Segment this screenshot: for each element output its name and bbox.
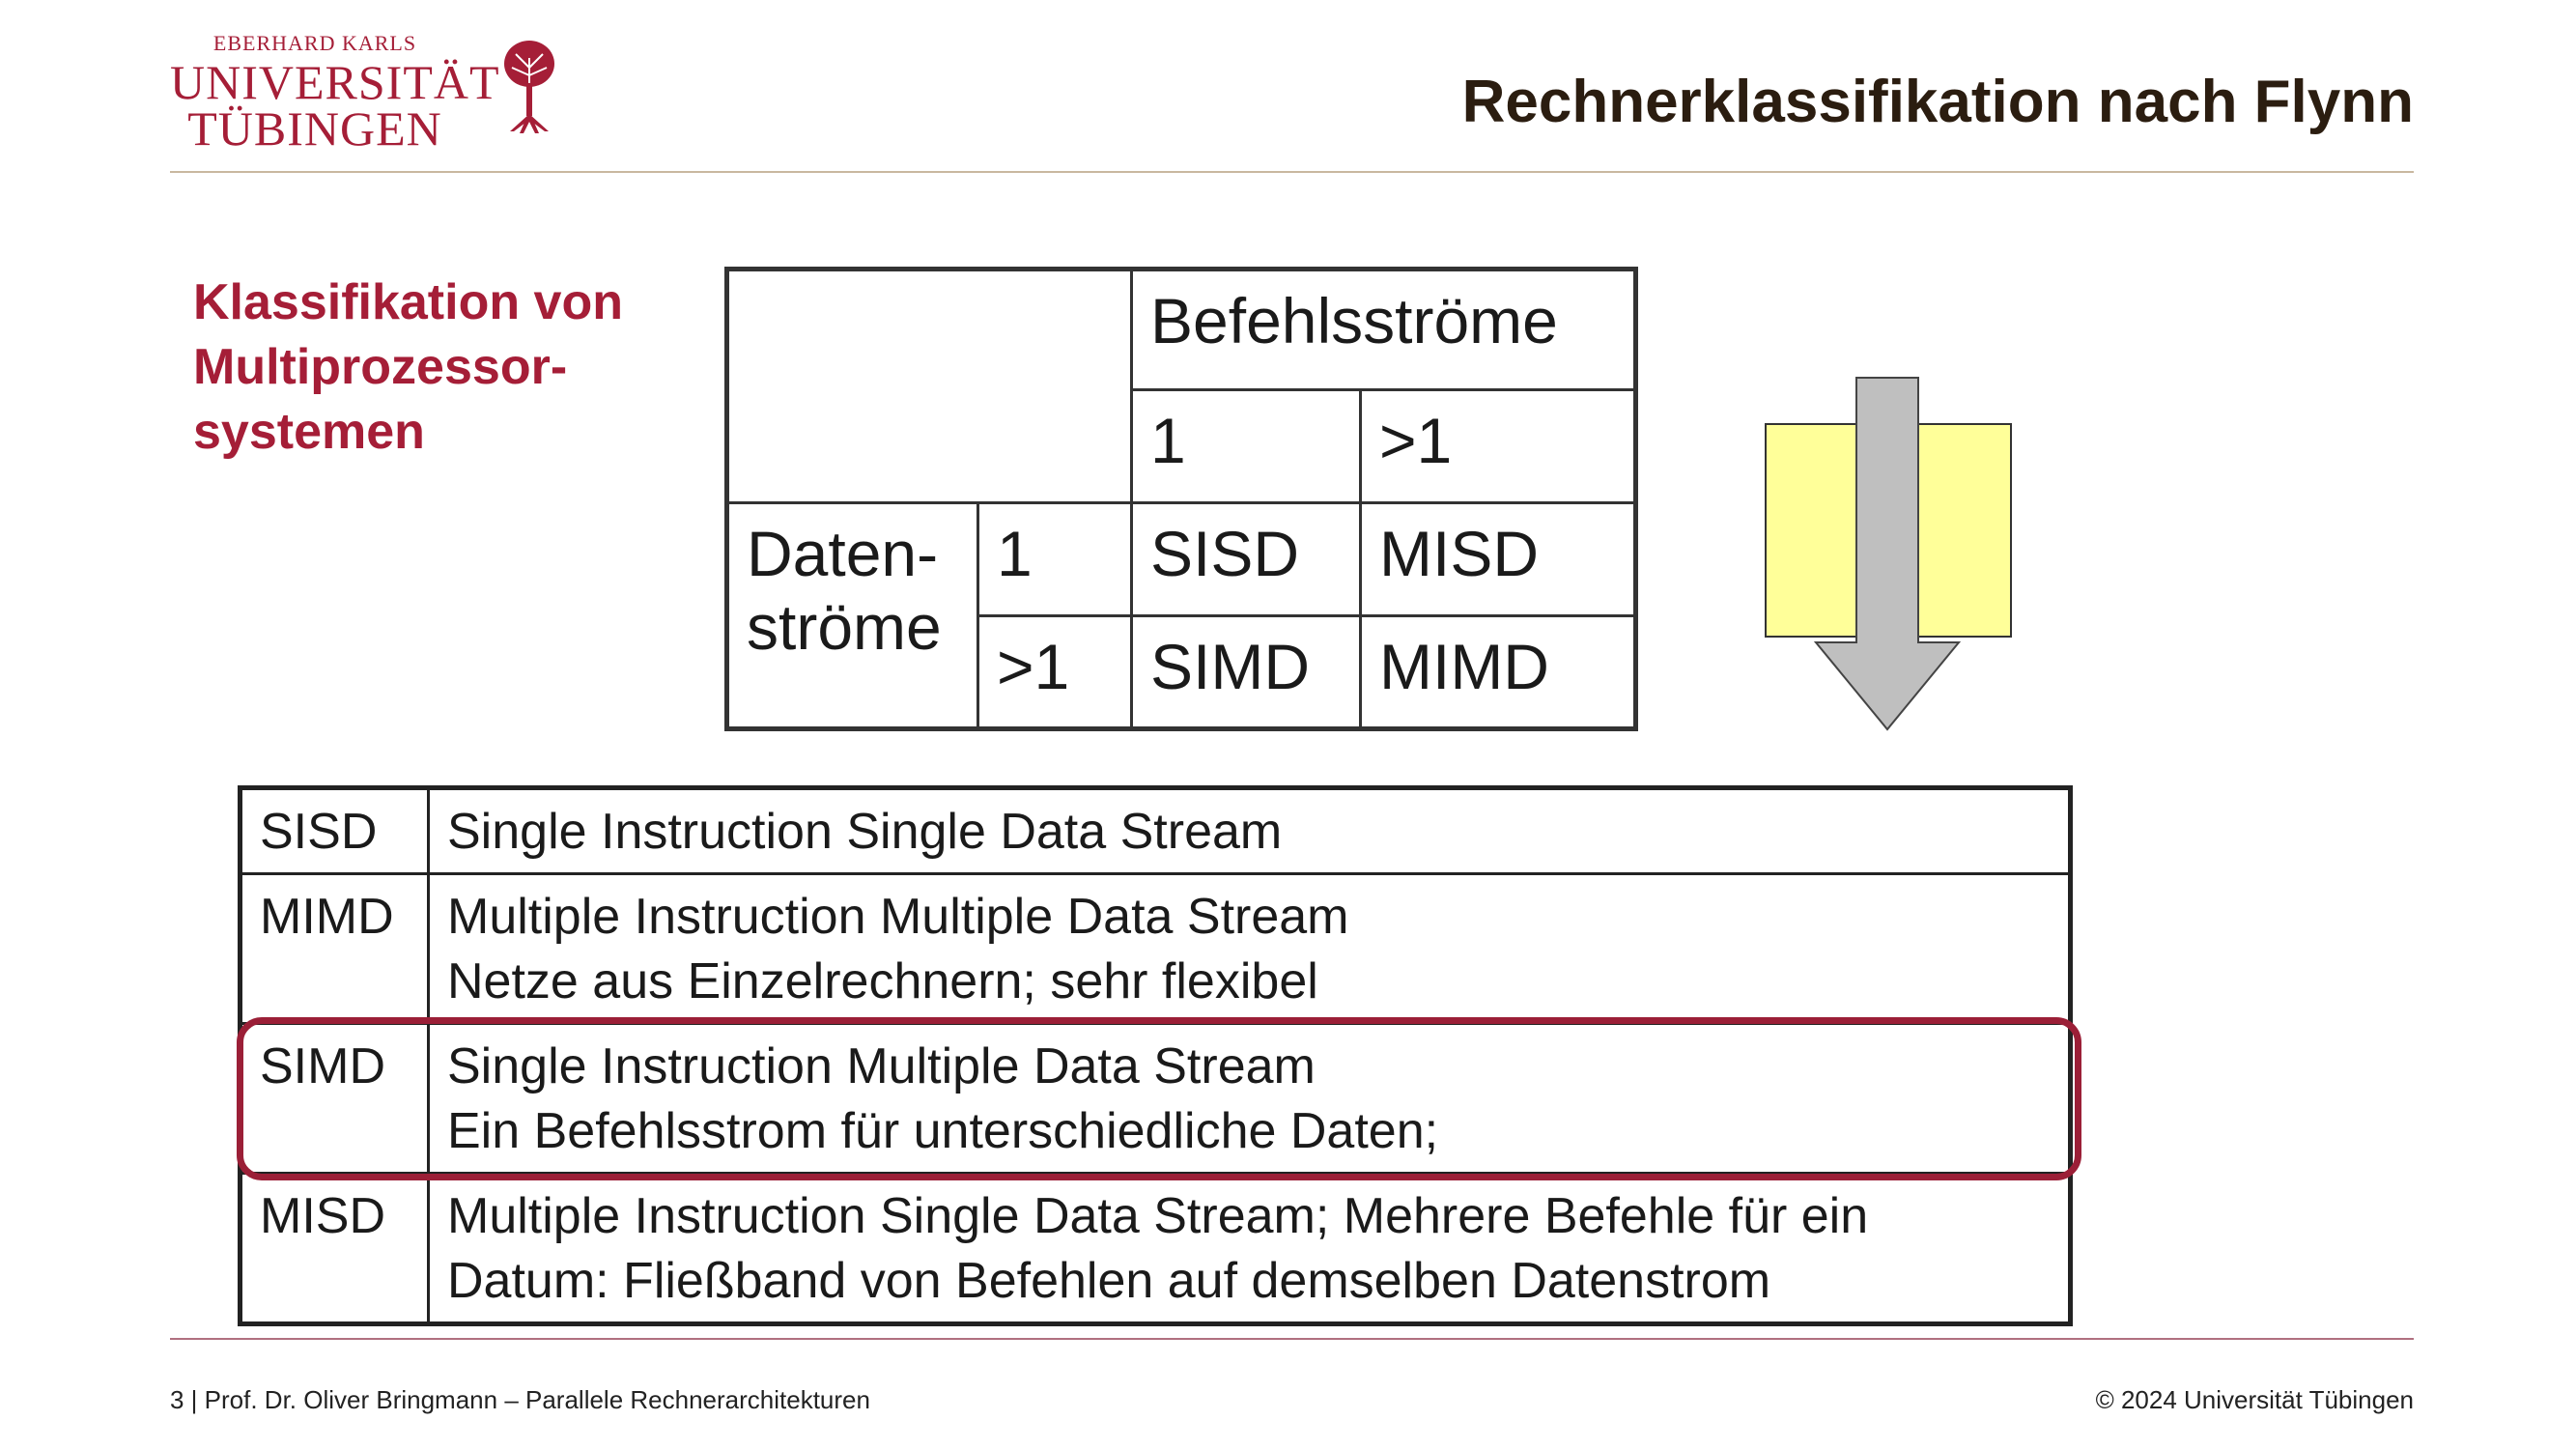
flynn-matrix: Befehlsströme 1 >1 Daten- ströme 1 SISD … — [724, 267, 1638, 731]
slide-title: Rechnerklassifikation nach Flynn — [1461, 69, 2414, 135]
logo-line-2: UNIVERSITÄT — [170, 55, 500, 109]
simd-highlight-frame — [237, 1017, 2081, 1180]
abbr-line: Single Instruction Single Data Stream — [447, 804, 1283, 860]
matrix-row: Befehlsströme — [725, 268, 1637, 504]
down-arrow-graphic — [1765, 377, 2012, 731]
abbr-description: Multiple Instruction Single Data Stream;… — [427, 1172, 2072, 1325]
table-row: SIMD Single Instruction Multiple Data St… — [239, 1022, 2072, 1175]
subtitle-line: Klassifikation von — [193, 274, 623, 330]
university-logo-text: EBERHARD KARLS UNIVERSITÄT TÜBINGEN — [170, 31, 500, 156]
down-arrow-icon — [1813, 377, 1962, 731]
cell-mimd: MIMD — [1359, 614, 1637, 730]
abbr-line: Netze aus Einzelrechnern; sehr flexibel — [447, 953, 1318, 1009]
matrix-row: 1 >1 — [727, 388, 1637, 504]
footer-divider — [170, 1338, 2414, 1340]
matrix-row: >1 SIMD MIMD — [727, 614, 1637, 730]
abbr-description: Multiple Instruction Multiple Data Strea… — [427, 872, 2072, 1025]
subtitle-line: Multiprozessor- — [193, 339, 568, 395]
cell-simd: SIMD — [1130, 614, 1362, 730]
footer-copyright: © 2024 Universität Tübingen — [2095, 1385, 2414, 1414]
abbr-line: Datum: Fließband von Befehlen auf demsel… — [447, 1253, 1771, 1309]
abbreviation-table: SISD Single Instruction Single Data Stre… — [238, 785, 2073, 1326]
table-row: MISD Multiple Instruction Single Data St… — [239, 1172, 2072, 1325]
logo-line-1: EBERHARD KARLS — [212, 31, 417, 55]
cell-misd: MISD — [1359, 501, 1637, 617]
abbr-code: SIMD — [239, 1022, 430, 1175]
abbr-description: Single Instruction Multiple Data Stream … — [427, 1022, 2072, 1175]
cell-sisd: SISD — [1130, 501, 1362, 617]
table-row: SISD Single Instruction Single Data Stre… — [239, 786, 2072, 875]
subtitle-line: systemen — [193, 404, 425, 460]
instruction-streams-header: Befehlsströme — [1130, 268, 1637, 391]
abbr-description: Single Instruction Single Data Stream — [427, 786, 2072, 875]
table-row: MIMD Multiple Instruction Multiple Data … — [239, 872, 2072, 1025]
section-subtitle: Klassifikation von Multiprozessor- syste… — [193, 270, 695, 465]
abbr-line: Multiple Instruction Single Data Stream;… — [447, 1188, 1869, 1244]
instruction-gt1-header: >1 — [1359, 388, 1637, 504]
matrix-empty-cell — [725, 268, 1133, 504]
instruction-1-header: 1 — [1130, 388, 1362, 504]
data-streams-line-2: ströme — [747, 590, 942, 663]
logo-line-3: TÜBINGEN — [187, 101, 442, 156]
abbr-line: Multiple Instruction Multiple Data Strea… — [447, 889, 1349, 945]
abbr-line: Ein Befehlsstrom für unterschiedliche Da… — [447, 1103, 1439, 1159]
data-streams-header: Daten- ströme — [725, 501, 979, 730]
abbr-line: Single Instruction Multiple Data Stream — [447, 1038, 1316, 1094]
data-1-header: 1 — [977, 501, 1133, 617]
data-streams-line-1: Daten- — [747, 518, 939, 589]
tree-logo-icon — [504, 41, 554, 133]
header-divider — [170, 171, 2414, 173]
matrix-row: Daten- ströme 1 SISD MISD — [725, 501, 1637, 730]
data-gt1-header: >1 — [977, 614, 1133, 730]
abbr-code: SISD — [239, 786, 430, 875]
abbr-code: MIMD — [239, 872, 430, 1025]
footer-credits: 3 | Prof. Dr. Oliver Bringmann – Paralle… — [170, 1385, 870, 1414]
abbr-code: MISD — [239, 1172, 430, 1325]
